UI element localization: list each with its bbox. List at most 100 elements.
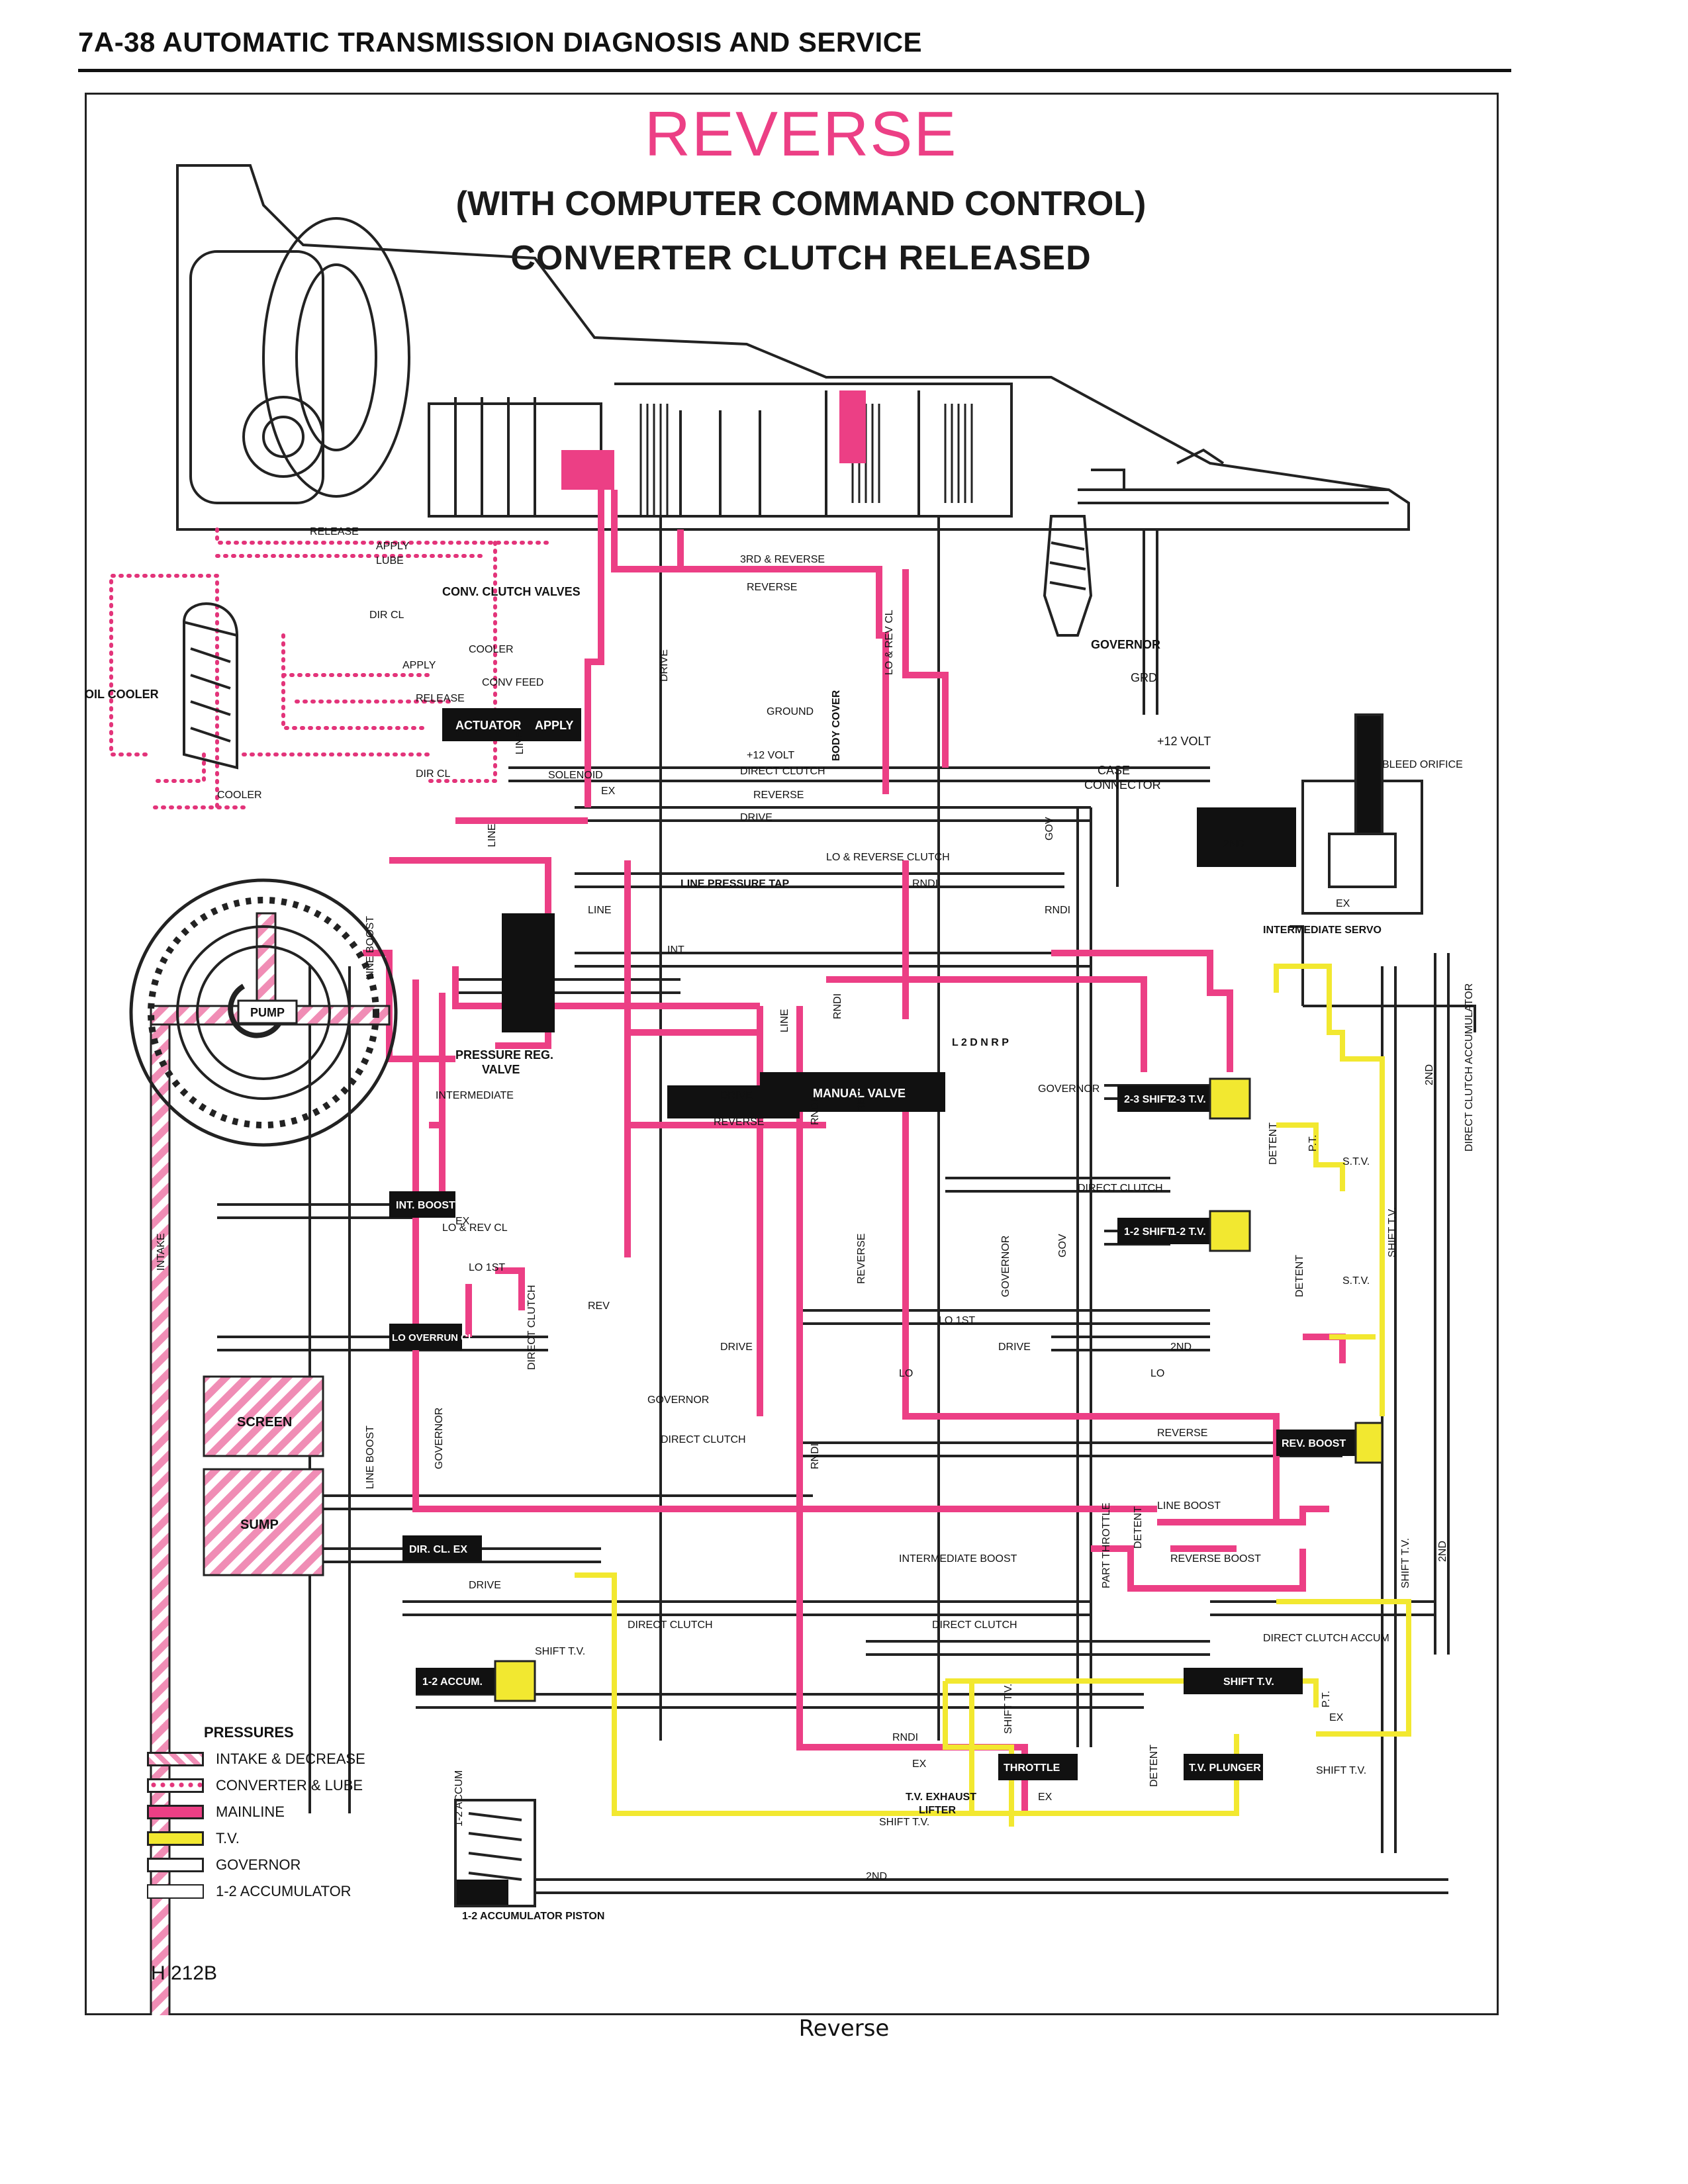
apply-passage-label: APPLY: [376, 541, 410, 552]
ex-label-2: EX: [455, 1216, 470, 1227]
intermediate-servo-label: INTERMEDIATE SERVO: [1263, 925, 1382, 936]
reverse-label-3: REVERSE: [714, 1116, 764, 1128]
page-header: 7A-38 AUTOMATIC TRANSMISSION DIAGNOSIS A…: [78, 26, 923, 58]
legend-title: PRESSURES: [204, 1724, 294, 1741]
line-pressure-tap-label: LINE PRESSURE TAP: [680, 878, 790, 889]
oil-cooler-label: OIL COOLER: [85, 688, 159, 701]
sump-box: [203, 1468, 324, 1576]
reverse-boost-label: REVERSE BOOST: [1170, 1553, 1261, 1565]
direct-clutch-label-4: DIRECT CLUTCH: [628, 1619, 713, 1631]
pump-icon: [129, 878, 398, 1147]
lo-label: LO: [899, 1368, 913, 1379]
reverse-label-4: REVERSE: [1157, 1428, 1207, 1439]
accum-swatch: [147, 1884, 204, 1899]
detent-vert-label-2: DETENT: [1268, 1122, 1279, 1165]
converter-swatch: [147, 1778, 204, 1793]
ground-label: GROUND: [767, 706, 814, 717]
governor-spindle: [1043, 515, 1093, 637]
lo-1st-label: LO 1ST: [469, 1262, 505, 1273]
drive-label-2: DRIVE: [720, 1090, 753, 1101]
ex-label: EX: [601, 786, 616, 797]
screen-box: [203, 1375, 324, 1457]
ex-label-4: EX: [1038, 1792, 1053, 1803]
rev-boost-label: REV. BOOST: [1282, 1438, 1346, 1449]
cooler-label-2: COOLER: [217, 790, 262, 801]
cooler-label: COOLER: [469, 644, 514, 655]
line-boost-vert-label-2: LINE BOOST: [365, 1426, 376, 1489]
legend-label: 1-2 ACCUMULATOR: [216, 1883, 352, 1899]
second-vert-label: 2ND: [1437, 1541, 1448, 1562]
tv-lines: [575, 964, 1411, 1827]
accum-piston-label: 1-2 ACCUMULATOR PISTON: [462, 1911, 604, 1922]
rnd-label-2: RNDI: [1045, 905, 1070, 916]
direct-clutch-accum-label: DIRECT CLUTCH ACCUM: [1263, 1633, 1389, 1644]
release-label: RELEASE: [310, 526, 359, 537]
line-boost-label: LINE BOOST: [1157, 1500, 1221, 1512]
tv-12-label: 1-2 T.V.: [1170, 1226, 1206, 1238]
gov-vert-label: GOV: [1057, 1234, 1068, 1257]
tv-exhaust-label-2: LIFTER: [919, 1805, 956, 1816]
legend-label: T.V.: [216, 1830, 240, 1846]
body-cover-label: BODY COVER: [831, 690, 842, 761]
tv-swatch: [147, 1831, 204, 1846]
shift-tv-label-3: SHIFT T.V.: [879, 1817, 929, 1828]
ex-label-5: EX: [1329, 1712, 1344, 1723]
plus12-label: +12 VOLT: [1157, 735, 1211, 748]
int-label: INT: [667, 944, 684, 956]
tv-plunger-label: T.V. PLUNGER: [1189, 1762, 1261, 1774]
stv-label-2: S.T.V.: [1342, 1275, 1370, 1287]
drive-vert-label: DRIVE: [659, 649, 670, 682]
shift-tv-valve-label: SHIFT T.V.: [1223, 1676, 1274, 1688]
solenoid-label: SOLENOID: [548, 770, 603, 781]
drive-label: DRIVE: [740, 812, 773, 823]
line-vert-label-3: LINE: [779, 1009, 790, 1032]
governor-swatch: [147, 1858, 204, 1872]
governor-label: GOVERNOR: [1091, 638, 1160, 651]
stv-label: S.T.V.: [1342, 1156, 1370, 1167]
direct-clutch-label: DIRECT CLUTCH: [740, 766, 825, 777]
tv-exhaust-label-1: T.V. EXHAUST: [906, 1792, 976, 1803]
screen-label: SCREEN: [237, 1415, 292, 1430]
part-throttle-vert-label: PART THROTTLE: [1101, 1502, 1112, 1588]
lo-label-2: LO: [1150, 1368, 1164, 1379]
figure-caption: Reverse: [798, 2015, 890, 2042]
passage-labels: RELEASE APPLY LUBE DIR CL COOLER APPLY C…: [217, 526, 1389, 1882]
header-rule: [78, 69, 1511, 72]
rev-label: REV: [588, 1300, 610, 1312]
dir-cl-label: DIR. CL. EX: [409, 1544, 467, 1555]
transmission-case: [176, 164, 1410, 531]
rev-vert-label: REV: [856, 1090, 867, 1112]
pump-badge: [237, 999, 298, 1024]
dir-cl-label-2: DIR CL: [416, 768, 451, 780]
governor-passage-label: GOVERNOR: [1038, 1083, 1100, 1095]
shift-tv-label-2: SHIFT T.V.: [1316, 1765, 1366, 1776]
lo-overrun-label: LO OVERRUN CL.: [392, 1332, 477, 1343]
pt-vert-label-2: P.T.: [1321, 1691, 1332, 1708]
pressure-reg-label-1: PRESSURE REG.: [455, 1048, 553, 1062]
rnd-label-3: RNDI: [892, 1732, 918, 1743]
reverse-vert-label: REVERSE: [856, 1234, 867, 1284]
figure-id: H 212B: [151, 1962, 218, 1984]
apply-passage-label-2: APPLY: [402, 660, 436, 671]
accum-12-label: 1-2 ACCUM.: [422, 1676, 483, 1688]
ex-label-3: EX: [912, 1758, 927, 1770]
grd-label: GRD: [1131, 671, 1157, 684]
governor-vert-label: GOVERNOR: [434, 1408, 445, 1469]
reverse-label-2: REVERSE: [753, 790, 804, 801]
valve-bodies: [389, 708, 1356, 1906]
direct-clutch-label-5: DIRECT CLUTCH: [932, 1619, 1017, 1631]
reverse-label: REVERSE: [747, 582, 797, 593]
intermediate-boost-label: INTERMEDIATE BOOST: [899, 1553, 1017, 1565]
bleed-orifice-label: BLEED ORIFICE: [1382, 759, 1463, 770]
shift-23-label: 2-3 SHIFT: [1124, 1094, 1173, 1105]
hydraulic-diagram: SCREEN SUMP OIL COOLER PUMP ACTUATO: [85, 164, 1476, 2015]
legend-label: MAINLINE: [216, 1803, 285, 1820]
manual-valve-label: MANUAL VALVE: [813, 1087, 906, 1100]
mainline-swatch: [147, 1805, 204, 1819]
gov-vert-label-2: GOV: [1044, 817, 1055, 841]
conv-feed-label: CONV FEED: [482, 677, 543, 688]
legend-label: GOVERNOR: [216, 1856, 301, 1873]
shift-tv-vert-label-2: SHIFT T.V.: [1400, 1538, 1411, 1588]
shift-12-label: 1-2 SHIFT: [1124, 1226, 1173, 1238]
tv-valve-ends: [494, 1077, 1383, 1702]
